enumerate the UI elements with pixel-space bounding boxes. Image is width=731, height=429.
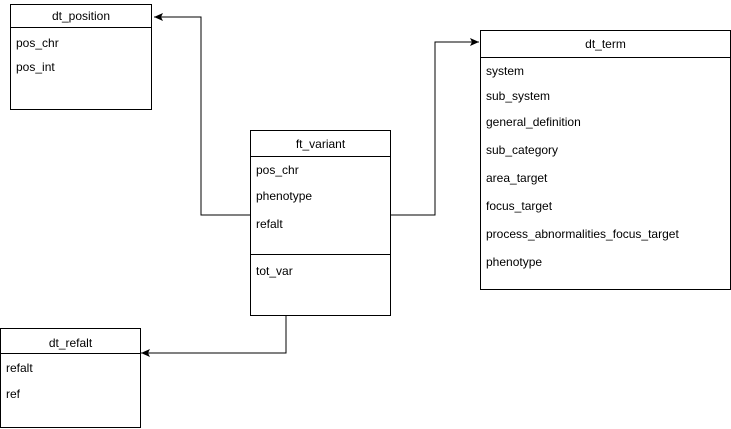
- field-ref: ref: [6, 387, 21, 401]
- field-tot-var: tot_var: [256, 264, 293, 278]
- entity-title: dt_refalt: [1, 329, 140, 354]
- field-process-abnormalities-focus-target: process_abnormalities_focus_target: [486, 227, 679, 241]
- entity-title: dt_position: [11, 5, 151, 28]
- entity-title: ft_variant: [251, 131, 390, 157]
- field-system: system: [486, 64, 525, 78]
- entity-dt-refalt[interactable]: dt_refalt refalt ref: [0, 328, 141, 428]
- connector-ft-variant-to-dt-refalt: [141, 315, 287, 357]
- field-focus-target: focus_target: [486, 199, 553, 213]
- section-divider: [251, 254, 390, 255]
- connector-ft-variant-to-dt-term: [390, 38, 479, 216]
- entity-title: dt_term: [481, 31, 730, 58]
- field-pos-chr: pos_chr: [256, 163, 299, 177]
- connector-ft-variant-to-dt-position: [154, 13, 250, 216]
- field-sub-category: sub_category: [486, 143, 559, 157]
- field-phenotype: phenotype: [256, 189, 313, 203]
- field-refalt: refalt: [6, 361, 33, 375]
- entity-dt-position[interactable]: dt_position pos_chr pos_int: [10, 4, 152, 110]
- entity-dt-term[interactable]: dt_term system sub_system general_defini…: [480, 30, 731, 290]
- field-refalt: refalt: [256, 217, 283, 231]
- field-pos-chr: pos_chr: [16, 36, 59, 50]
- field-phenotype: phenotype: [486, 255, 543, 269]
- field-pos-int: pos_int: [16, 60, 55, 74]
- entity-ft-variant[interactable]: ft_variant pos_chr phenotype refalt tot_…: [250, 130, 391, 316]
- field-sub-system: sub_system: [486, 89, 551, 103]
- field-area-target: area_target: [486, 171, 548, 185]
- field-general-definition: general_definition: [486, 115, 581, 129]
